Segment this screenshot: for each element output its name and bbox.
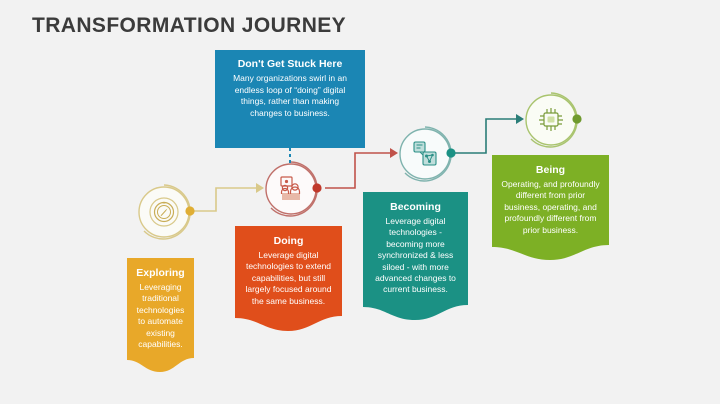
stage-card-exploring[interactable]: Exploring Leveraging traditional technol… — [127, 258, 194, 373]
node-dot-being — [572, 114, 582, 124]
stage-card-becoming[interactable]: Becoming Leverage digital technologies -… — [363, 192, 468, 320]
card-tail-becoming — [363, 295, 468, 320]
node-dot-becoming — [446, 148, 456, 158]
stage-title-becoming: Becoming — [390, 201, 441, 213]
presentation-people-icon — [280, 176, 301, 200]
stage-title-being: Being — [535, 164, 566, 176]
node-dot-exploring — [185, 206, 195, 216]
stage-text-exploring: Leveraging traditional technologies to a… — [136, 282, 185, 350]
card-tail-doing — [235, 307, 342, 332]
node-dot-doing — [312, 183, 322, 193]
stage-node-becoming[interactable] — [395, 122, 459, 186]
page-title: TRANSFORMATION JOURNEY — [32, 14, 347, 37]
stage-node-exploring[interactable] — [134, 180, 198, 244]
callout-title: Don't Get Stuck Here — [237, 58, 343, 70]
card-tail-being — [492, 236, 609, 261]
ai-chip-icon — [539, 108, 563, 131]
callout-dont-get-stuck-here[interactable]: Don't Get Stuck Here Many organizations … — [215, 50, 365, 148]
network-nodes-icon — [413, 141, 437, 166]
stage-card-doing[interactable]: Doing Leverage digital technologies to e… — [235, 226, 342, 332]
stage-title-exploring: Exploring — [136, 267, 185, 279]
stage-card-being[interactable]: Being Operating, and profoundly differen… — [492, 155, 609, 261]
stage-text-doing: Leverage digital technologies to extend … — [245, 250, 332, 306]
stage-node-doing[interactable] — [261, 157, 325, 221]
stage-node-being[interactable] — [521, 88, 585, 152]
stage-text-being: Operating, and profoundly different from… — [501, 179, 600, 235]
stage-text-becoming: Leverage digital technologies - becoming… — [375, 216, 456, 295]
callout-text: Many organizations swirl in an endless l… — [233, 73, 347, 118]
card-tail-exploring — [127, 350, 194, 373]
stage-title-doing: Doing — [273, 235, 304, 247]
compass-icon — [153, 201, 175, 223]
